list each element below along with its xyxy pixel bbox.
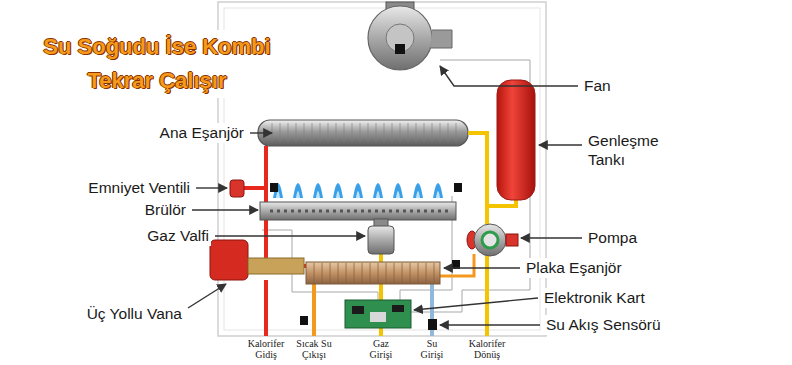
leader-line xyxy=(539,144,582,145)
electronic-board xyxy=(345,300,411,328)
part-label: Ana Eşanjör xyxy=(158,123,246,142)
pump xyxy=(474,224,506,256)
part-label: Elektronik Kart xyxy=(542,288,647,307)
leader-line xyxy=(414,298,538,310)
pump-head xyxy=(506,234,518,246)
part-label: Fan xyxy=(582,76,613,95)
sensor-square xyxy=(300,316,308,325)
gas-valve xyxy=(368,226,394,254)
main-exchanger xyxy=(258,120,468,146)
sensor-square xyxy=(454,183,462,192)
sensor-square xyxy=(395,44,405,54)
leader-line xyxy=(440,66,578,86)
port-label: Kalorifer Gidiş xyxy=(243,339,289,360)
part-label: Genleşme Tankı xyxy=(586,131,680,170)
part-label: Üç Yollu Vana xyxy=(85,304,184,323)
exchanger-fins xyxy=(272,123,456,143)
burner-flames xyxy=(273,183,443,198)
leader-line xyxy=(188,284,226,308)
page-title: Su Soğudu İse Kombi Tekrar Çalışır xyxy=(18,30,296,98)
fan-outlet xyxy=(430,30,452,48)
part-label: Pompa xyxy=(586,228,639,247)
flame-cores xyxy=(276,191,440,198)
burner-holes xyxy=(270,210,448,213)
chip xyxy=(370,312,386,322)
part-label: Gaz Valfi xyxy=(145,226,211,245)
leader-line xyxy=(250,132,272,133)
part-label: Brülör xyxy=(143,200,188,219)
plate-pipe xyxy=(440,254,474,276)
chip xyxy=(392,305,404,312)
return-pipe xyxy=(468,133,487,224)
leader-line xyxy=(521,237,582,238)
hot-water-pipe xyxy=(312,284,316,336)
fan xyxy=(368,6,432,70)
chip xyxy=(352,306,364,314)
leader-line xyxy=(196,187,227,188)
port-label: Gaz Girişi xyxy=(363,339,399,360)
safety-valve-pipe xyxy=(244,186,266,190)
heating-flow-pipe xyxy=(264,280,268,336)
flow-sensor xyxy=(428,319,437,330)
plate-stripes xyxy=(314,263,434,283)
sensor-square xyxy=(270,183,278,192)
leader-line xyxy=(440,324,540,325)
burner xyxy=(260,202,456,220)
port-label: Kalorifer Dönüş xyxy=(464,339,510,360)
part-label: Su Akış Sensörü xyxy=(544,315,663,334)
plate-exchanger xyxy=(306,262,440,284)
safety-valve xyxy=(230,180,244,197)
part-label: Plaka Eşanjör xyxy=(524,258,624,277)
leader-line xyxy=(192,209,258,210)
expansion-tank xyxy=(497,80,535,200)
three-way-valve-body xyxy=(248,258,304,274)
leader-lines xyxy=(188,66,582,325)
leader-line xyxy=(215,235,365,236)
pump-rotor xyxy=(482,232,498,248)
part-label: Emniyet Ventili xyxy=(86,178,192,197)
port-label: Sıcak Su Çıkışı xyxy=(291,339,337,360)
tank-pipe xyxy=(487,200,516,206)
port-label: Su Girişi xyxy=(416,339,448,360)
leader-line xyxy=(444,267,520,268)
three-way-valve-motor xyxy=(210,240,248,280)
